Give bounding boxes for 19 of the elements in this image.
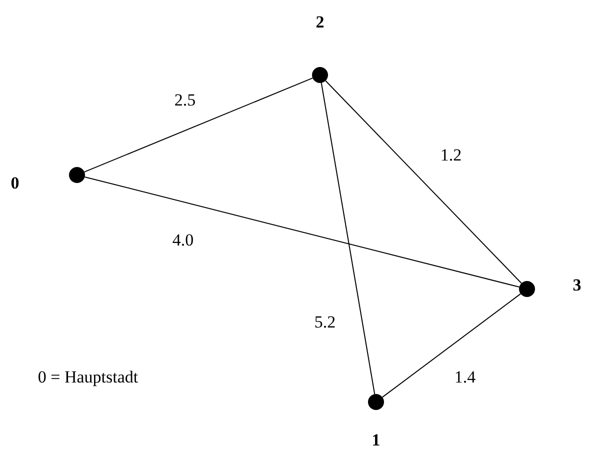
vertex-number: 2 xyxy=(316,14,324,30)
edge-weight: 1.4 xyxy=(454,368,476,386)
edge-line xyxy=(84,78,314,172)
graph-vertex xyxy=(368,394,384,410)
vertex-number: 3 xyxy=(572,276,582,294)
edge-line xyxy=(320,82,376,395)
vertex-number: 1 xyxy=(372,432,380,448)
edge-weight: 4.0 xyxy=(172,232,194,248)
vertex-number: 0 xyxy=(10,174,20,192)
graph-vertex xyxy=(312,67,328,83)
edge-weight: 1.2 xyxy=(440,146,462,164)
graph-vertex xyxy=(519,281,535,297)
edge-line xyxy=(382,293,522,398)
note-text: 0 = Hauptstadt xyxy=(38,368,138,386)
graph-vertex xyxy=(69,167,85,183)
edge-line xyxy=(325,80,522,284)
edge-weight: 2.5 xyxy=(174,92,196,108)
edge-weight: 5.2 xyxy=(314,314,336,330)
edge-line xyxy=(84,176,520,288)
